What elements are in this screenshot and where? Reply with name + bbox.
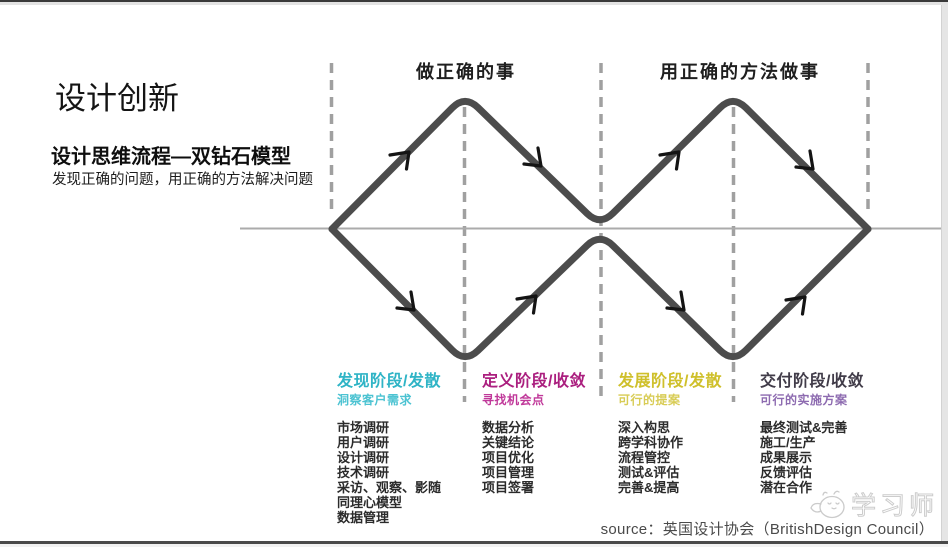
phase-item-list: 市场调研 用户调研 设计调研 技术调研 采访、观察、影随 同理心模型 数据管理 (337, 420, 462, 525)
phase-title: 定义阶段/收敛 (482, 373, 586, 390)
phase-item-list: 最终测试&完善 施工/生产 成果展示 反馈评估 潜在合作 (760, 420, 880, 495)
list-item: 数据分析 (482, 420, 535, 435)
phase-subtitle: 可行的实施方案 (760, 393, 848, 407)
list-item: 测试&评估 (618, 465, 680, 480)
dashed-guide-lines (329, 63, 870, 402)
flow-arrow-2 (522, 146, 543, 168)
list-item: 项目管理 (482, 465, 535, 480)
source-attribution: source：英国设计协会（BritishDesign Council） (600, 521, 934, 538)
list-item: 最终测试&完善 (760, 420, 848, 435)
list-item: 用户调研 (337, 435, 390, 450)
phase-column-deliver: 交付阶段/收敛 可行的实施方案 最终测试&完善 施工/生产 成果展示 反馈评估 … (760, 373, 880, 495)
list-item: 施工/生产 (760, 435, 816, 450)
flow-arrow-8 (784, 295, 807, 316)
flow-arrow-5 (395, 290, 416, 312)
bottom-border-highlight (0, 543, 948, 547)
phase-subtitle: 可行的提案 (618, 393, 681, 407)
list-item: 数据管理 (337, 510, 390, 525)
flow-arrow-3 (658, 150, 681, 171)
phase-column-develop: 发展阶段/发散 可行的提案 深入构思 跨学科协作 流程管控 测试&评估 完善&提… (618, 373, 733, 495)
phase-item-list: 深入构思 跨学科协作 流程管控 测试&评估 完善&提高 (618, 420, 733, 495)
right-edge-strip (941, 5, 948, 541)
phase-title: 发展阶段/发散 (618, 373, 722, 390)
flow-arrow-4 (794, 149, 815, 171)
diagram-label-right: 用正确的方法做事 (660, 62, 820, 82)
watermark-text: 学习师 (850, 492, 938, 521)
flow-arrows (388, 146, 815, 316)
phase-subtitle: 寻找机会点 (482, 393, 545, 407)
phase-column-define: 定义阶段/收敛 寻找机会点 数据分析 关键结论 项目优化 项目管理 项目签署 (482, 373, 597, 495)
bottom-border (0, 541, 948, 544)
flow-arrow-7 (665, 290, 686, 312)
top-border (0, 0, 948, 2)
list-item: 项目签署 (482, 480, 535, 495)
list-item: 技术调研 (337, 465, 390, 480)
page-description: 发现正确的问题，用正确的方法解决问题 (52, 172, 313, 188)
list-item: 流程管控 (618, 450, 671, 465)
phase-title: 发现阶段/发散 (337, 373, 441, 390)
list-item: 成果展示 (760, 450, 813, 465)
list-item: 完善&提高 (618, 480, 680, 495)
flow-arrow-1 (388, 150, 411, 171)
list-item: 潜在合作 (760, 480, 813, 495)
list-item: 设计调研 (337, 450, 390, 465)
list-item: 关键结论 (482, 435, 535, 450)
phase-item-list: 数据分析 关键结论 项目优化 项目管理 项目签署 (482, 420, 597, 495)
list-item: 跨学科协作 (618, 435, 684, 450)
diamond-outline (328, 97, 872, 361)
phase-subtitle: 洞察客户需求 (337, 393, 413, 407)
list-item: 深入构思 (618, 420, 671, 435)
page-subtitle: 设计思维流程—双钻石模型 (51, 146, 291, 168)
list-item: 项目优化 (482, 450, 535, 465)
top-border-highlight (0, 2, 948, 5)
flow-arrow-6 (515, 294, 538, 315)
list-item: 市场调研 (337, 420, 390, 435)
watermark-logo-icon (810, 490, 845, 519)
list-item: 反馈评估 (760, 465, 813, 480)
phase-title: 交付阶段/收敛 (760, 373, 864, 390)
diamond-top-path (328, 97, 872, 233)
diagram-label-left: 做正确的事 (416, 62, 516, 82)
diamond-bottom-path (328, 225, 872, 361)
list-item: 采访、观察、影随 (337, 480, 442, 495)
phase-column-discover: 发现阶段/发散 洞察客户需求 市场调研 用户调研 设计调研 技术调研 采访、观察… (337, 373, 462, 525)
page-title: 设计创新 (55, 81, 179, 116)
list-item: 同理心模型 (337, 495, 403, 510)
watermark: 学习师 (807, 489, 938, 521)
